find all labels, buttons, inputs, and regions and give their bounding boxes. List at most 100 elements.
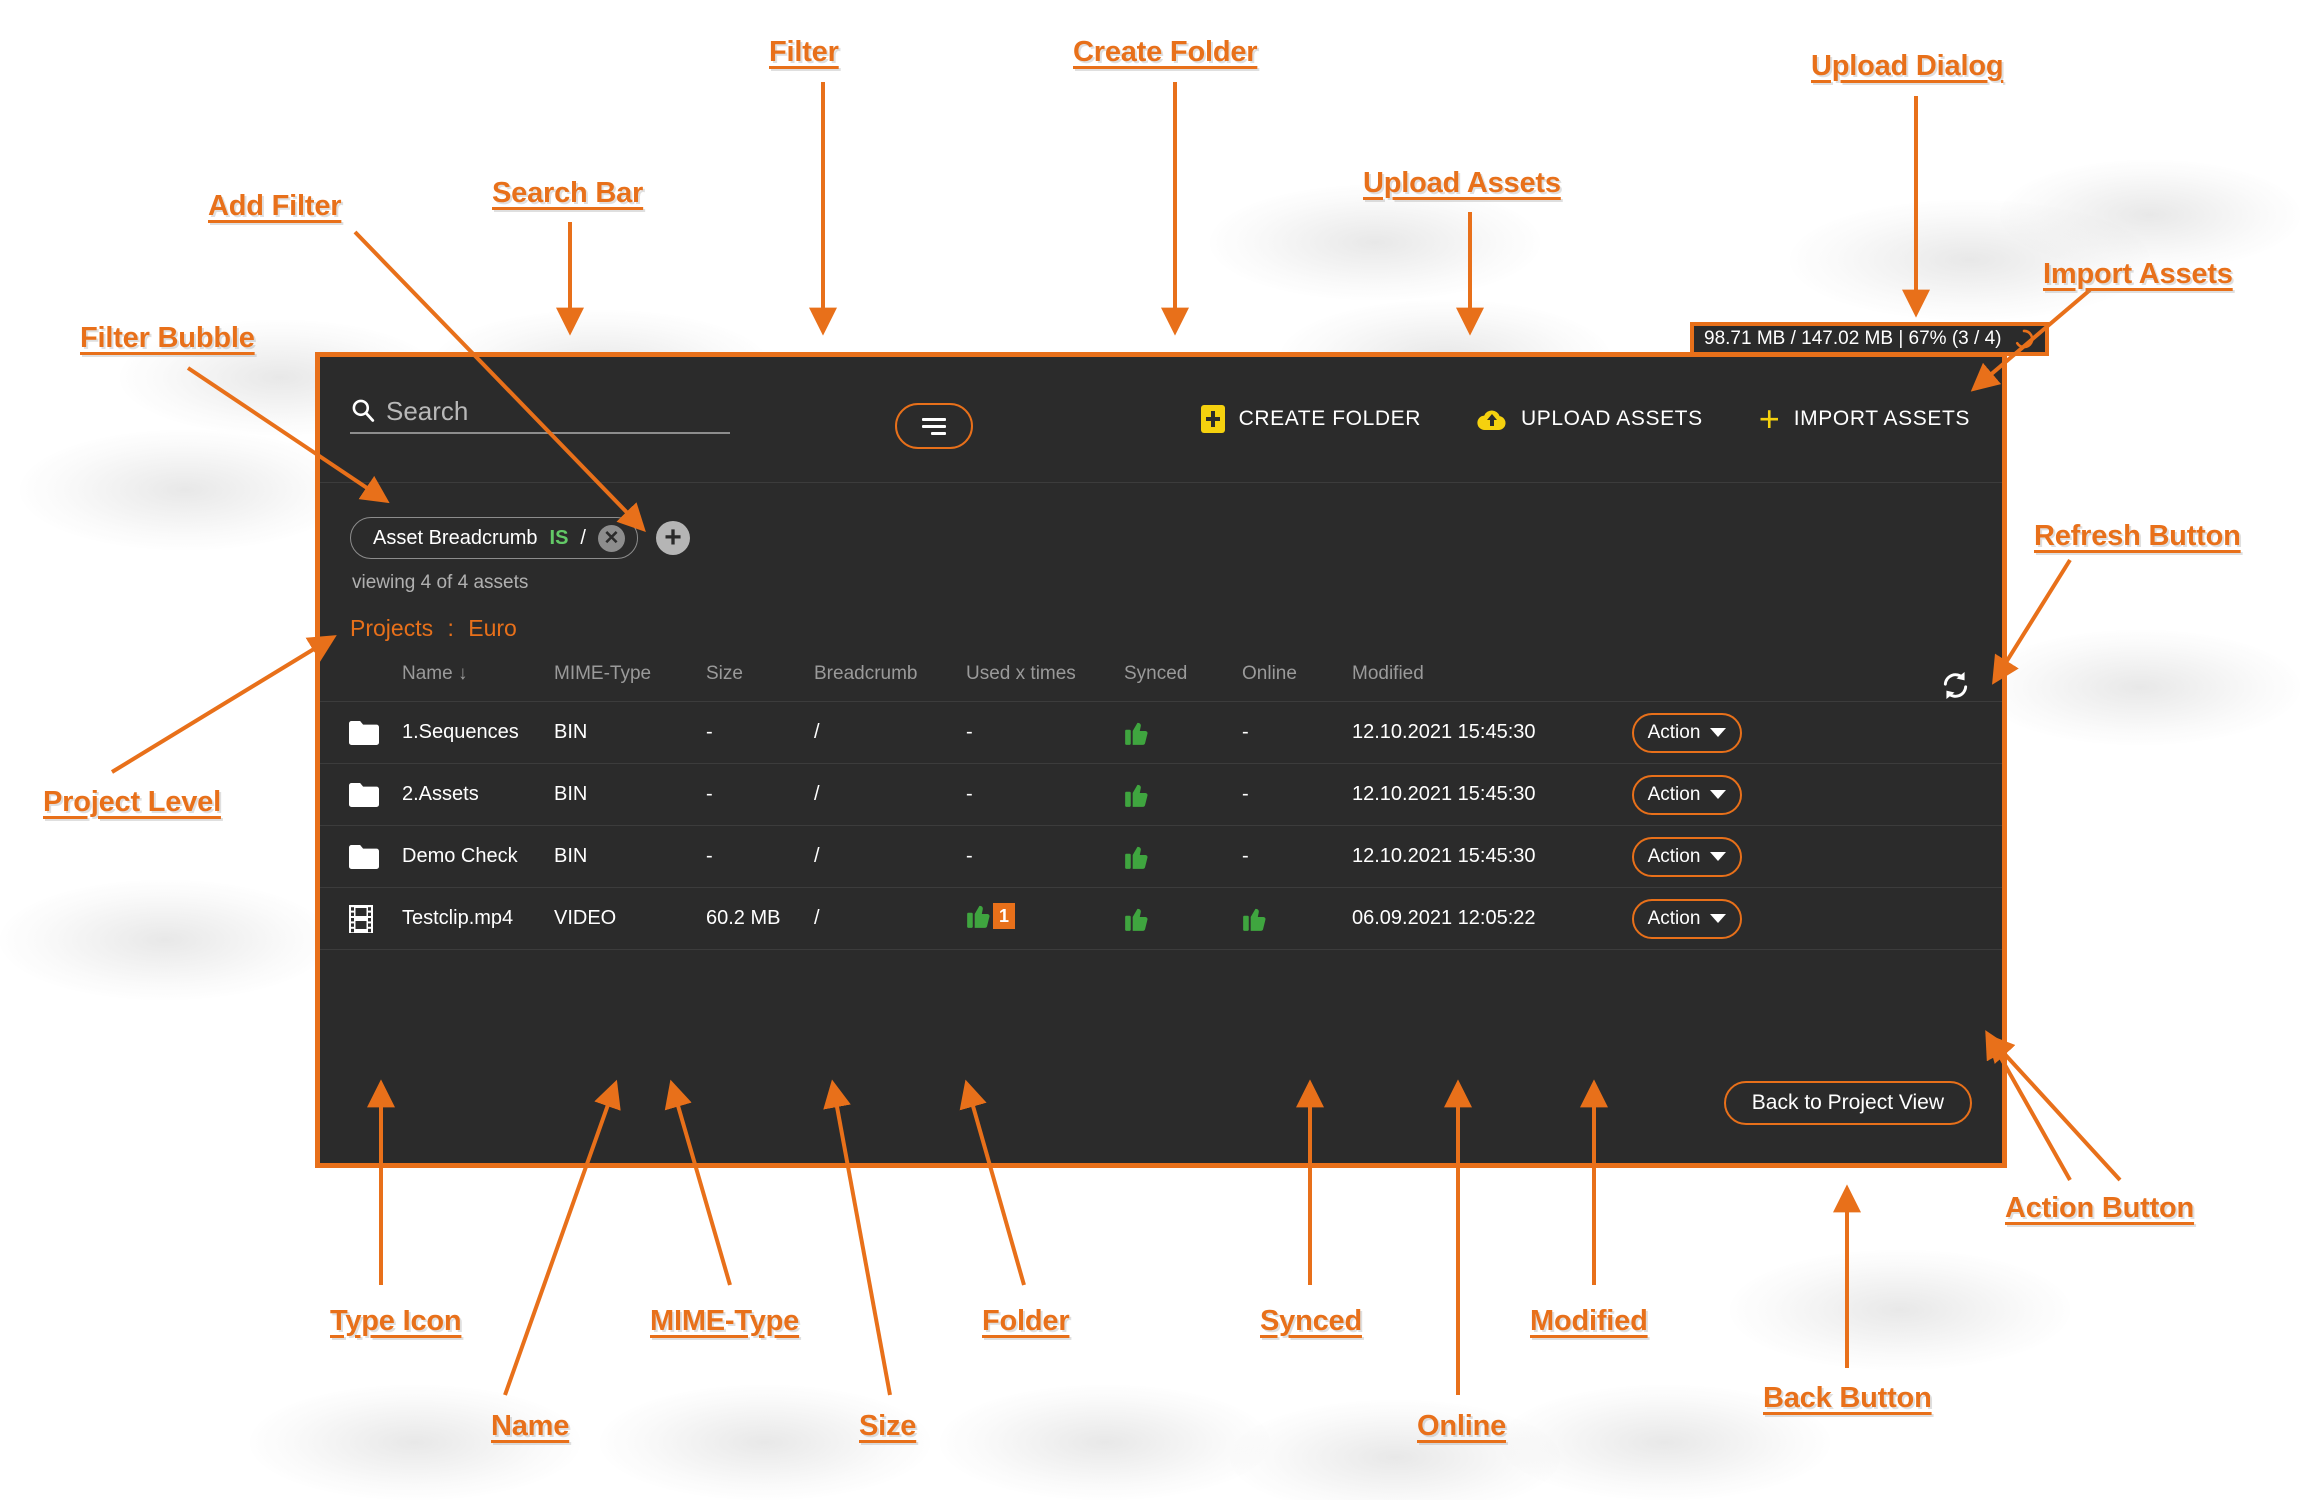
annotation-label-mime-type: MIME-Type (650, 1305, 800, 1337)
cell-online: - (1242, 702, 1352, 764)
online-value: - (1242, 721, 1249, 743)
cell-synced (1124, 826, 1242, 888)
asset-table: Name ↓ MIME-Type Size Breadcrumb Used x … (320, 657, 2002, 950)
refresh-icon[interactable] (1939, 669, 1972, 702)
plus-icon: + (1758, 398, 1780, 439)
create-folder-label: CREATE FOLDER (1238, 407, 1422, 430)
col-name-label: Name (402, 663, 453, 684)
search-icon (352, 399, 375, 422)
filter-value-label: / (580, 526, 586, 549)
col-modified[interactable]: Modified (1352, 663, 1424, 684)
decor-shadow (0, 880, 330, 1000)
create-folder-button[interactable]: CREATE FOLDER (1200, 405, 1422, 433)
annotation-label-upload-assets: Upload Assets (1363, 167, 1561, 199)
upload-assets-button[interactable]: UPLOAD ASSETS (1477, 406, 1703, 432)
used-value: - (966, 783, 973, 805)
cell-synced (1124, 888, 1242, 950)
annotation-label-type-icon: Type Icon (330, 1305, 462, 1337)
breadcrumb-current[interactable]: Euro (468, 615, 517, 641)
cell-name[interactable]: 2.Assets (402, 783, 479, 805)
action-button[interactable]: Action (1632, 774, 1742, 815)
cell-action: Action (1632, 826, 2002, 888)
cell-breadcrumb: / (814, 721, 820, 743)
cell-action: Action (1632, 764, 2002, 826)
back-to-project-view-button[interactable]: Back to Project View (1723, 1081, 1972, 1125)
cell-action: Action (1632, 888, 2002, 950)
used-value: - (966, 721, 973, 743)
chevron-down-icon (1710, 728, 1727, 737)
upload-progress-dialog[interactable]: 98.71 MB / 147.02 MB | 67% (3 / 4) (1690, 322, 2050, 356)
annotation-label-import-assets: Import Assets (2043, 258, 2233, 290)
import-assets-button[interactable]: + IMPORT ASSETS (1758, 398, 1970, 439)
cell-modified: 06.09.2021 12:05:22 (1352, 907, 1536, 929)
action-button[interactable]: Action (1632, 898, 1742, 939)
cell-modified: 12.10.2021 15:45:30 (1352, 721, 1536, 743)
col-size[interactable]: Size (706, 663, 743, 684)
thumbs-up-icon (1125, 722, 1148, 745)
cell-breadcrumb: / (814, 907, 820, 929)
col-breadcrumb[interactable]: Breadcrumb (814, 663, 918, 684)
col-synced[interactable]: Synced (1124, 663, 1188, 684)
used-count-value: 1 (993, 902, 1016, 929)
annotation-label-filter: Filter (769, 36, 839, 68)
close-icon[interactable]: ✕ (597, 524, 625, 552)
panel-header: Search CREATE FOLDER (320, 357, 2002, 483)
cloud-upload-icon (1477, 410, 1506, 431)
chevron-down-icon (1710, 790, 1727, 799)
plus-circle-icon: + (664, 521, 682, 554)
thumbs-up-icon (1125, 846, 1148, 869)
cell-online: - (1242, 764, 1352, 826)
decor-shadow (1230, 1400, 1560, 1500)
action-button-label: Action (1647, 783, 1701, 805)
cell-size: - (706, 845, 713, 867)
action-button-label: Action (1647, 907, 1701, 929)
action-button-label: Action (1647, 845, 1701, 867)
cell-online (1242, 888, 1352, 950)
filter-bubble[interactable]: Asset Breadcrumb IS / ✕ (350, 517, 638, 559)
col-online[interactable]: Online (1242, 663, 1297, 684)
breadcrumb-root[interactable]: Projects (350, 615, 434, 641)
cell-name[interactable]: 1.Sequences (402, 721, 519, 743)
filter-bubble-row: Asset Breadcrumb IS / ✕ + (350, 517, 690, 559)
col-mime-type[interactable]: MIME-Type (554, 663, 652, 684)
cell-mime-type: BIN (554, 845, 588, 867)
back-button-label: Back to Project View (1751, 1091, 1944, 1114)
filter-operator-label: IS (549, 526, 569, 549)
col-name[interactable]: Name ↓ (402, 657, 554, 702)
cell-breadcrumb: / (814, 845, 820, 867)
col-action (1632, 657, 2002, 702)
add-filter-button[interactable]: + (655, 521, 690, 555)
header-toolbar: CREATE FOLDER UPLOAD ASSETS + IMPORT ASS… (1145, 398, 1970, 439)
online-value: - (1242, 783, 1249, 805)
col-used-x-times[interactable]: Used x times (966, 663, 1076, 684)
cell-synced (1124, 764, 1242, 826)
folder-icon (349, 720, 379, 745)
action-button[interactable]: Action (1632, 836, 1742, 877)
action-button[interactable]: Action (1632, 712, 1742, 753)
decor-shadow (1730, 1250, 2070, 1370)
cell-name[interactable]: Demo Check (402, 845, 518, 867)
chevron-down-icon (1710, 852, 1727, 861)
filter-button[interactable] (895, 403, 973, 449)
cell-online: - (1242, 826, 1352, 888)
search-input[interactable]: Search (350, 397, 730, 434)
decor-shadow (1210, 185, 1540, 300)
cell-modified: 12.10.2021 15:45:30 (1352, 783, 1536, 805)
annotation-label-synced: Synced (1260, 1305, 1362, 1337)
decor-shadow (940, 1385, 1270, 1500)
used-value: - (966, 845, 973, 867)
used-count-badge: 1 (966, 902, 1016, 930)
annotation-label-name: Name (491, 1410, 570, 1442)
annotation-label-upload-dialog: Upload Dialog (1811, 50, 2004, 82)
cell-size: - (706, 721, 713, 743)
col-type-icon (320, 657, 402, 702)
annotation-label-filter-bubble: Filter Bubble (80, 322, 255, 354)
table-header-row: Name ↓ MIME-Type Size Breadcrumb Used x … (320, 657, 2002, 702)
sort-arrow-icon: ↓ (457, 663, 468, 684)
cell-type-icon (320, 764, 402, 826)
cell-name[interactable]: Testclip.mp4 (402, 907, 514, 929)
